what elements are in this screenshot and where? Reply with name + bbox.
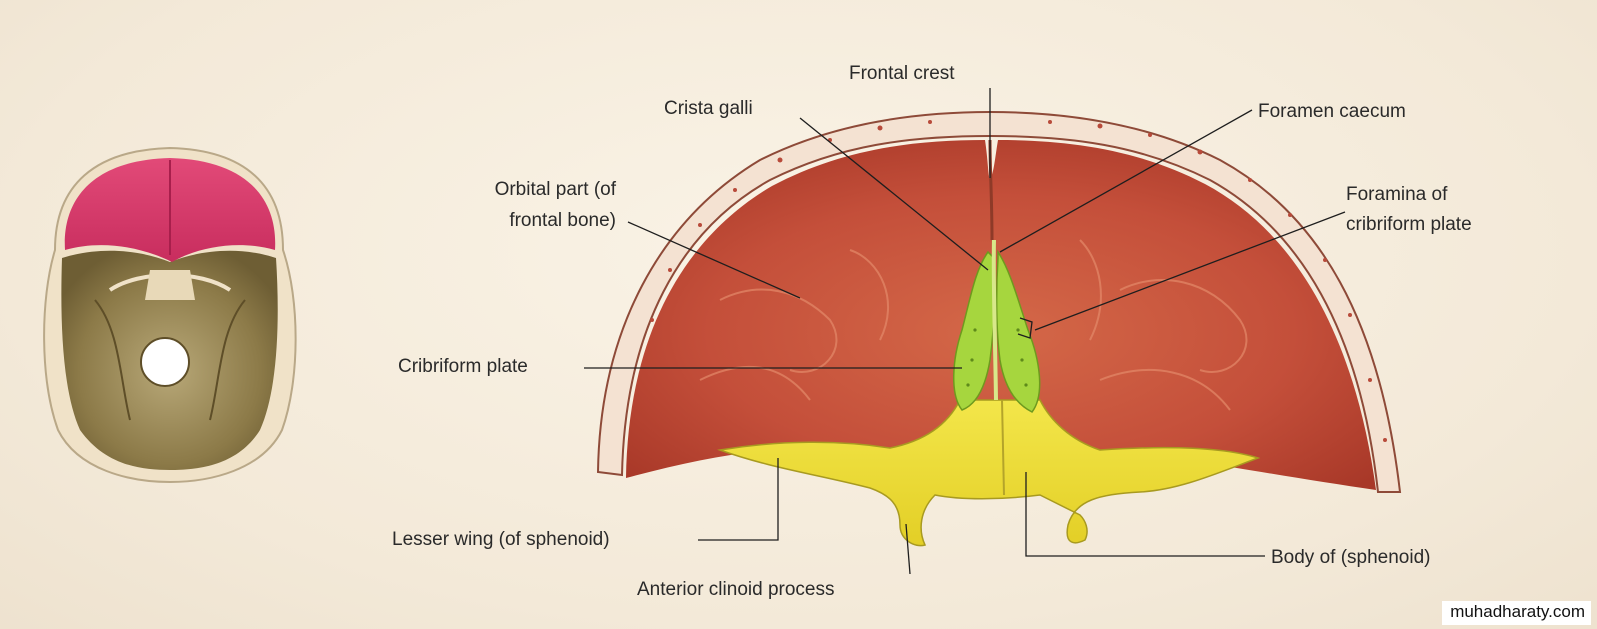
small-skull-ridge-right	[209, 299, 246, 421]
leader-orbital-part	[627, 221, 801, 299]
label-lesser-wing: Lesser wing (of sphenoid)	[392, 529, 610, 550]
leader-lesser-wing	[698, 458, 779, 541]
cribriform-plate-right	[995, 249, 1041, 413]
leader-anterior-clinoid	[905, 523, 911, 575]
leader-foramina	[1017, 211, 1346, 339]
label-cribriform-plate: Cribriform plate	[398, 356, 528, 377]
anterior-cranial-fossa	[596, 110, 1402, 547]
small-skull-base-icon	[43, 146, 297, 484]
label-orbital-part-line1: Orbital part (of	[494, 179, 616, 200]
label-foramen-caecum: Foramen caecum	[1258, 101, 1406, 122]
crista-galli-ridge	[991, 239, 998, 401]
label-orbital-part-line2: frontal bone)	[509, 210, 616, 231]
leader-crista-galli	[799, 117, 989, 271]
label-body-of-sphenoid: Body of (sphenoid)	[1271, 547, 1431, 568]
small-skull-sella	[145, 270, 195, 300]
leader-foramen-caecum	[999, 109, 1253, 253]
leader-lines	[584, 88, 1346, 575]
leader-body-sphenoid	[1025, 472, 1265, 557]
label-foramina-line1: Foramina of	[1346, 184, 1448, 205]
small-skull-ridge-left	[94, 299, 131, 421]
small-skull-foramen-magnum	[140, 337, 190, 387]
label-anterior-clinoid-process: Anterior clinoid process	[637, 579, 835, 600]
frontal-bone-rim	[596, 110, 1402, 493]
sphenoid-midline	[1001, 399, 1005, 496]
label-crista-galli: Crista galli	[664, 98, 753, 119]
label-frontal-crest: Frontal crest	[849, 63, 955, 84]
watermark: muhadharaty.com	[1442, 601, 1591, 625]
label-foramina-line2: cribriform plate	[1346, 214, 1472, 235]
cribriform-foramina	[966, 328, 1028, 387]
